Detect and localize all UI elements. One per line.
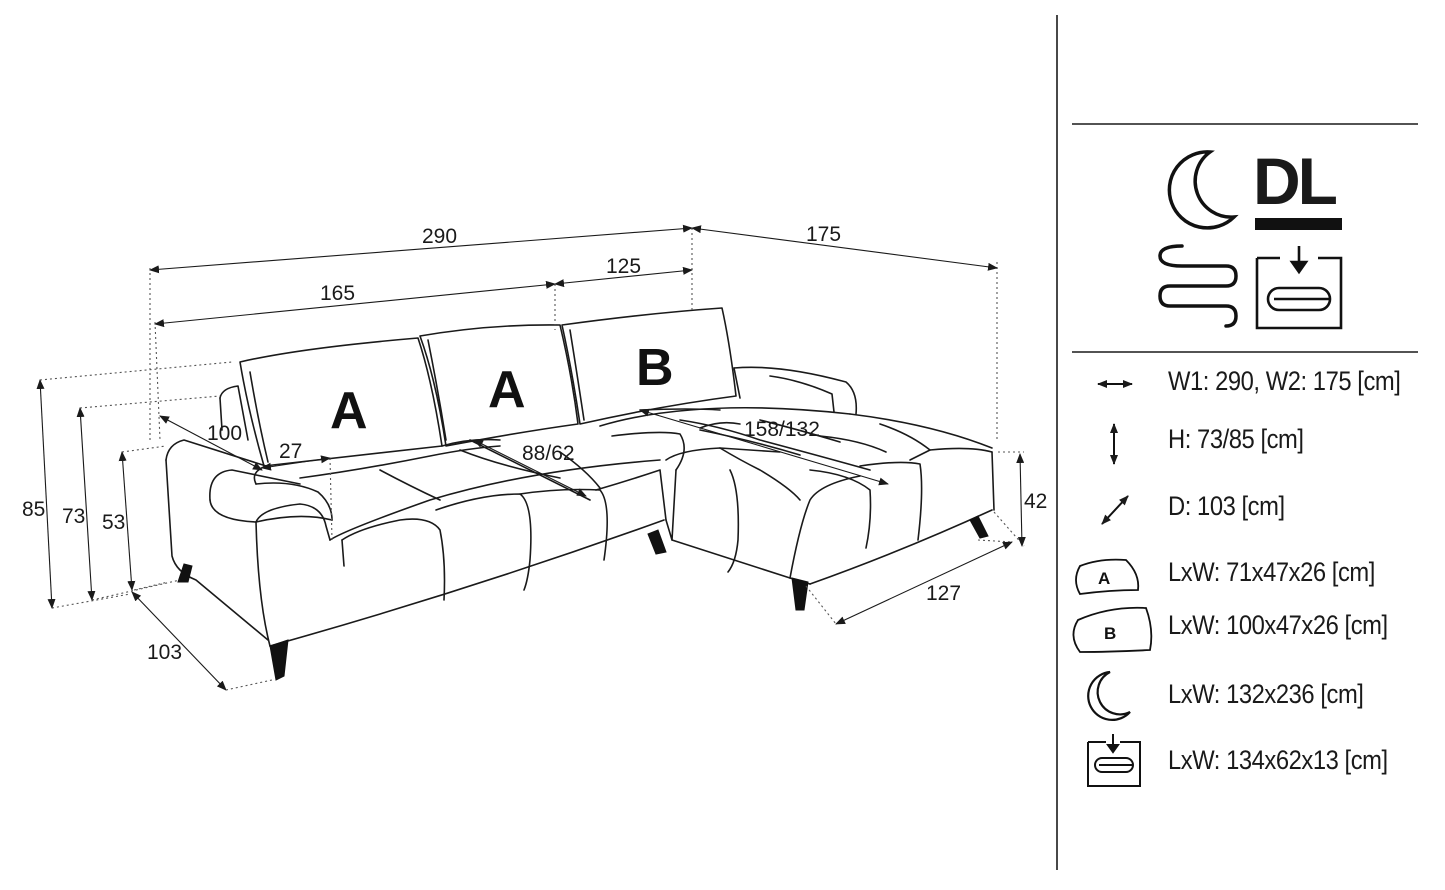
dim-depth-side: 103 [147,641,182,664]
sofa-outline [165,307,995,647]
spec-cushion-b: LxW: 100x47x26 [cm] [1168,610,1388,640]
cushion-label-a-middle: A [488,361,526,419]
cushion-label-a-left: A [330,382,368,440]
sofa-legs [177,515,989,681]
dl-badge: DL [1253,144,1338,218]
dim-chaise-width: 175 [806,223,841,246]
crescent-moon-small-icon [1087,670,1131,721]
dim-seat-depth: 100 [207,422,242,445]
cushion-a-icon: A [1075,558,1140,595]
spring-icon [1158,244,1238,328]
crescent-moon-icon [1167,150,1239,230]
spec-cushion-a: LxW: 71x47x26 [cm] [1168,557,1375,587]
dim-seat-section-width: 165 [320,282,355,305]
dim-chaise-length: 127 [926,582,961,605]
dim-seat-depth-ext: 88/62 [522,442,575,465]
dim-overall-width: 290 [422,225,457,248]
dim-seat-height: 42 [1024,490,1047,513]
double-arrow-diagonal-icon [1101,495,1129,525]
dim-chaise-section-width: 125 [606,255,641,278]
dimension-lines [36,224,1026,691]
cushion-a-badge-label: A [1098,569,1110,588]
dim-chaise-depth: 158/132 [744,418,820,441]
cushion-b-icon: B [1072,606,1153,653]
storage-box-icon [1255,246,1343,330]
spec-storage: LxW: 134x62x13 [cm] [1168,745,1388,775]
cushion-b-badge-label: B [1104,624,1116,643]
dim-height-max: 85 [22,498,45,521]
dl-underline [1255,218,1342,230]
spec-width: W1: 290, W2: 175 [cm] [1168,366,1401,396]
dim-height-back: 73 [62,505,85,528]
storage-box-small-icon [1087,734,1141,787]
cushion-label-b: B [636,339,674,397]
spec-depth: D: 103 [cm] [1168,491,1285,521]
spec-sleeping-area: LxW: 132x236 [cm] [1168,679,1364,709]
dim-height-arm: 53 [102,511,125,534]
dim-backrest-gap: 27 [279,440,302,463]
spec-height: H: 73/85 [cm] [1168,424,1304,454]
